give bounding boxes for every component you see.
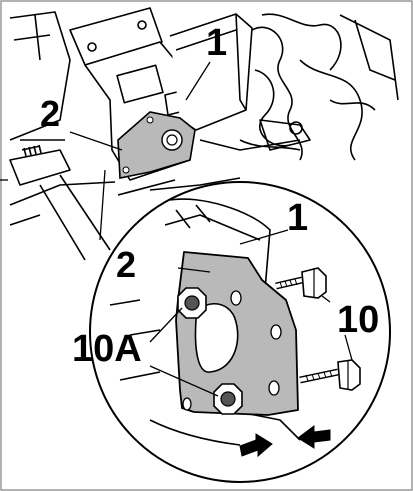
nut-10a-lower bbox=[213, 383, 243, 415]
overview-bracket-hole bbox=[161, 129, 183, 151]
callout-nut-10a: 10A bbox=[72, 328, 142, 370]
bracket-center-hole bbox=[194, 303, 239, 373]
leader-overview-2 bbox=[69, 131, 123, 151]
nut-10a-upper bbox=[177, 287, 207, 319]
push-arrow-icon bbox=[239, 433, 273, 458]
leader-overview-1 bbox=[185, 61, 211, 101]
bolt-10-upper bbox=[275, 267, 327, 299]
bolt-10-lower bbox=[299, 359, 361, 391]
callout-overview-1: 1 bbox=[206, 22, 228, 64]
callout-detail-2: 2 bbox=[116, 244, 137, 285]
detail-marker bbox=[99, 169, 106, 241]
detail-drawing bbox=[109, 198, 301, 446]
callout-bolt-10: 10 bbox=[337, 299, 380, 341]
callout-detail-1: 1 bbox=[287, 197, 309, 239]
push-arrow-icon bbox=[297, 425, 331, 449]
detail-leaders bbox=[149, 229, 353, 397]
overview-bracket-part-2 bbox=[117, 111, 196, 179]
callout-overview-2: 2 bbox=[40, 93, 61, 134]
